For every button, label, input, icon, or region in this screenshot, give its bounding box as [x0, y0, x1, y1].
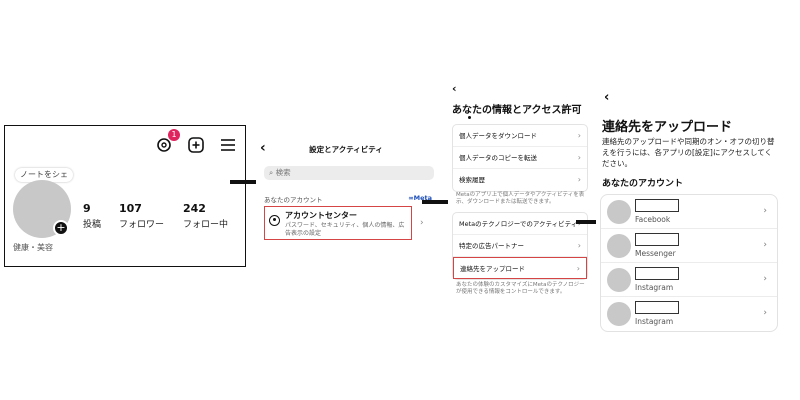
data-note: Metaのアプリ上で個人データやアクティビティを表示、ダウンロードまたは転送でき… [456, 192, 585, 205]
account-app-label: Instagram [635, 283, 674, 292]
ad-partners-label: 特定の広告パートナー [459, 242, 524, 250]
upload-contacts-description: 連絡先のアップロードや同期のオン・オフの切り替えを行うには、各アプリの[設定]に… [602, 137, 775, 168]
followers-stat[interactable]: 107 フォロワー [119, 202, 164, 230]
redacted-name [635, 199, 679, 212]
dot [468, 116, 471, 119]
info-access-title: あなたの情報とアクセス許可 [452, 105, 582, 116]
settings-panel: ‹ 設定とアクティビティ ⌕ 検索 あなたのアカウント ∞Meta アカウントセ… [256, 138, 436, 260]
account-app-label: Instagram [635, 317, 674, 326]
chevron-right-icon: › [763, 206, 767, 216]
following-label: フォロー中 [183, 220, 229, 230]
account-app-label: Facebook [635, 215, 671, 224]
back-icon[interactable]: ‹ [260, 140, 266, 156]
chevron-right-icon: › [763, 308, 767, 318]
chevron-right-icon: › [577, 175, 581, 184]
transfer-data-label: 個人データのコピーを転送 [459, 154, 537, 162]
meta-label: Meta [413, 194, 432, 202]
transfer-data-item[interactable]: 個人データのコピーを転送 › [453, 147, 587, 169]
upload-contacts-label: 連絡先をアップロード [460, 265, 525, 273]
settings-header: ‹ 設定とアクティビティ [256, 138, 436, 160]
upload-contacts-item[interactable]: 連絡先をアップロード › [453, 257, 587, 279]
redacted-name [635, 301, 679, 314]
meta-tech-activity-item[interactable]: Metaのテクノロジーでのアクティビティ› [453, 213, 587, 235]
search-placeholder: 検索 [275, 168, 291, 177]
avatar [607, 302, 631, 326]
followers-label: フォロワー [119, 220, 165, 230]
account-center-item[interactable]: アカウントセンター パスワード、セキュリティ、個人の情報、広告表示の設定 [264, 206, 412, 240]
posts-label: 投稿 [83, 220, 102, 230]
account-item-instagram[interactable]: Instagram › [601, 297, 777, 331]
profile-category: 健康・美容 [13, 243, 53, 252]
chevron-right-icon: › [763, 274, 767, 284]
note-bubble[interactable]: ノートをシェ [15, 168, 73, 182]
posts-count: 9 [83, 202, 91, 215]
download-data-item[interactable]: 個人データをダウンロード › [453, 125, 587, 147]
meta-infinity-icon: ∞ [408, 194, 414, 202]
your-accounts-label: あなたのアカウント [602, 179, 684, 189]
following-stat[interactable]: 242 フォロー中 [183, 202, 228, 230]
hamburger-menu-icon[interactable] [219, 136, 237, 154]
account-center-description: パスワード、セキュリティ、個人の情報、広告表示の設定 [285, 222, 405, 237]
avatar [607, 234, 631, 258]
settings-title: 設定とアクティビティ [309, 145, 383, 154]
chevron-right-icon: › [577, 131, 581, 140]
notification-badge: 1 [168, 129, 180, 141]
upload-contacts-panel: ‹ 連絡先をアップロード 連絡先のアップロードや同期のオン・オフの切り替えを行う… [596, 90, 782, 332]
download-data-label: 個人データをダウンロード [459, 132, 537, 140]
chevron-right-icon: › [577, 241, 581, 250]
chevron-right-icon: › [576, 264, 580, 273]
threads-icon[interactable]: 1 [155, 129, 180, 154]
account-item-messenger[interactable]: Messenger › [601, 229, 777, 263]
meta-tech-menu-group: Metaのテクノロジーでのアクティビティ› 特定の広告パートナー› 連絡先をアッ… [452, 212, 588, 280]
account-item-facebook[interactable]: Facebook › [601, 195, 777, 229]
add-story-icon[interactable]: + [53, 220, 69, 236]
account-circle-icon [269, 215, 280, 226]
chevron-right-icon: › [420, 218, 424, 228]
search-history-item[interactable]: 検索履歴 › [453, 169, 587, 191]
chevron-right-icon: › [577, 153, 581, 162]
upload-contacts-title: 連絡先をアップロード [602, 120, 733, 135]
settings-search-input[interactable]: ⌕ 検索 [264, 166, 434, 180]
ad-partners-item[interactable]: 特定の広告パートナー › [453, 235, 587, 257]
back-icon[interactable]: ‹ [452, 82, 457, 95]
meta-tech-activity-label: Metaのテクノロジーでのアクティビティ [459, 220, 578, 228]
avatar [607, 200, 631, 224]
profile-top-icons: 1 [155, 129, 237, 154]
profile-panel: 1 ノートをシェ + 9 投稿 107 フォロワー 242 フォロー中 健康・美… [4, 125, 246, 267]
account-list: Facebook › Messenger › Instagram › Insta… [600, 194, 778, 332]
chevron-right-icon: › [578, 213, 581, 235]
followers-count: 107 [119, 202, 142, 215]
search-icon: ⌕ [269, 168, 276, 177]
following-count: 242 [183, 202, 206, 215]
posts-stat[interactable]: 9 投稿 [83, 202, 101, 230]
account-center-title: アカウントセンター [285, 211, 357, 220]
chevron-right-icon: › [763, 240, 767, 250]
account-item-instagram[interactable]: Instagram › [601, 263, 777, 297]
meta-tech-note: あなたの体験のカスタマイズにMetaのテクノロジーが使用できる情報をコントロール… [456, 282, 585, 295]
data-menu-group: 個人データをダウンロード › 個人データのコピーを転送 › 検索履歴 › [452, 124, 588, 192]
account-app-label: Messenger [635, 249, 676, 258]
meta-logo: ∞Meta [408, 194, 432, 202]
your-account-label: あなたのアカウント [264, 196, 323, 204]
redacted-name [635, 233, 679, 246]
info-access-panel: ‹ あなたの情報とアクセス許可 個人データをダウンロード › 個人データのコピーを… [448, 82, 590, 300]
avatar [607, 268, 631, 292]
redacted-name [635, 267, 679, 280]
search-history-label: 検索履歴 [459, 176, 485, 184]
add-post-icon[interactable] [187, 136, 205, 154]
back-icon[interactable]: ‹ [604, 90, 610, 105]
